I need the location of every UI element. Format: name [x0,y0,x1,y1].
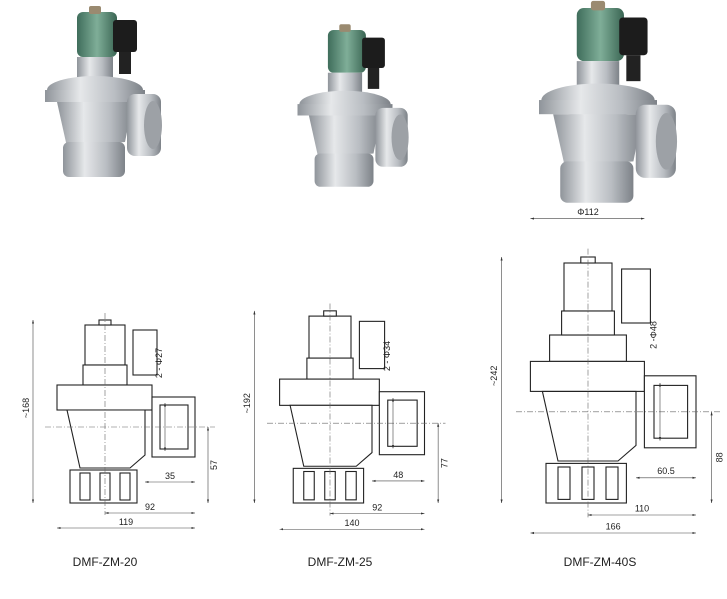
port-diameter-dimension: 2 - Φ34 [382,341,392,371]
inlet-dimension: 48 [393,470,403,480]
valve-body [57,102,133,147]
height-dimension: ~242 [489,366,499,386]
product-photo-3 [539,0,678,203]
nut-slot [119,472,131,501]
port-diameter-dimension: 2 -Φ48 [648,321,658,349]
outlet-port [144,101,162,149]
offset-dimension: 110 [635,503,649,513]
connector-plug [621,268,651,324]
bonnet [576,61,620,88]
flange [297,104,393,116]
coil-nut [339,24,351,32]
nut-slot [79,472,91,501]
height-dimension: ~168 [21,398,31,418]
model-label-1: DMF-ZM-20 [72,555,138,569]
width-dimension: 119 [119,517,133,527]
valve-body [66,409,146,469]
dimension-drawing-2: ~192 92 140 48 77 2 - Φ34 [242,303,450,531]
nut-slot [303,470,315,501]
cable-gland [119,52,131,74]
flange [45,90,145,102]
cable-gland [626,55,641,82]
offset-dimension: 92 [145,502,155,512]
width-dimension: 166 [606,521,621,531]
connector-plug [132,329,158,376]
inlet-dimension: 60.5 [657,466,675,476]
bonnet [77,57,113,79]
outlet-port [655,113,678,170]
bonnet [327,72,363,94]
dimension-drawing-3: ~242 110 166 60.5 88 2 -Φ48 Φ112 [489,207,724,535]
product-photo-2 [297,24,409,187]
bottom-nut [63,142,125,177]
port-diameter-dimension: 2 - Φ27 [154,348,164,378]
product-photo-1 [45,6,162,177]
flange [279,378,380,406]
connector-plug [113,20,137,52]
nut-slot [345,470,357,501]
width-dimension: 140 [345,518,360,528]
offset-dimension: 92 [372,502,382,512]
model-label-2: DMF-ZM-25 [307,555,373,569]
nut-slot [557,466,571,500]
height-dimension: ~192 [242,393,252,413]
connector-plug [358,320,386,370]
diameter-dimension: Φ112 [577,207,599,217]
solenoid-coil [77,12,117,57]
bottom-nut [314,153,374,187]
outlet-height-dimension: 88 [714,452,724,462]
outlet-height-dimension: 77 [440,458,450,468]
flange [529,360,645,392]
valve-body [541,390,637,462]
connector-plug [619,17,648,56]
dimension-drawing-1: ~168 92 119 35 57 2 - Φ27 [21,313,219,530]
inlet-dimension: 35 [165,471,175,481]
model-label-3: DMF-ZM-40S [563,555,637,569]
bottom-nut [560,161,634,203]
outlet-height-dimension: 57 [209,460,219,470]
connector-plug [362,37,385,68]
flange [56,384,153,411]
cable-gland [367,68,380,89]
valve-body [289,404,373,467]
outlet-port [391,114,409,161]
coil-nut [590,0,606,11]
flange [539,100,657,115]
nut-slot [605,466,619,500]
valve-body [553,114,643,168]
solenoid-coil [576,8,624,62]
solenoid-coil [327,30,366,73]
coil-nut [89,6,101,14]
valve-body [308,115,382,159]
